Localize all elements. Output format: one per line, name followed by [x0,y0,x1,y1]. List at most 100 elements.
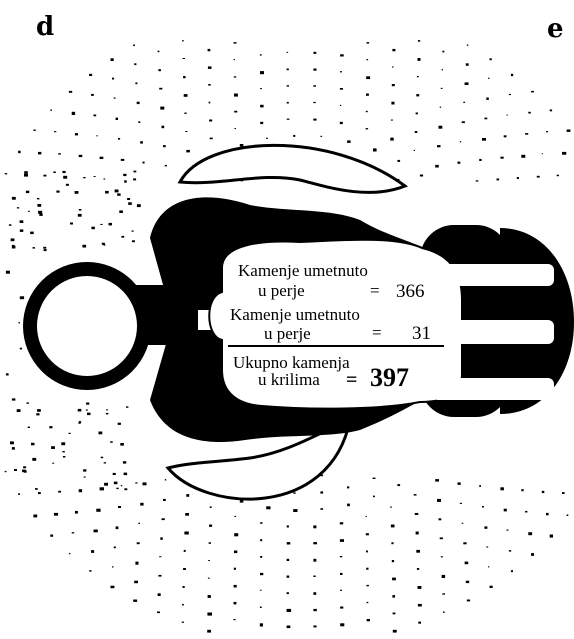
stone-dot [320,136,322,137]
stone-dot [44,249,47,251]
stone-dot [550,535,553,538]
stone-dot [17,207,19,208]
stone-dot [185,131,187,132]
stone-dot [340,556,342,557]
stone-dot [260,522,262,524]
stone-dot [159,88,162,90]
stone-dot [160,537,163,539]
stone-dot [121,159,125,161]
stone-dot [366,585,369,586]
stone-dot [482,138,486,141]
stone-dot [366,516,367,517]
stone-dot [416,532,419,535]
stone-dot [49,426,52,428]
stone-dot [313,609,316,611]
stone-dot [184,94,188,97]
stone-dot [114,482,118,485]
stone-dot [234,59,235,60]
stone-dot [158,593,161,596]
stone-dot [293,492,296,493]
stone-dot [397,160,400,162]
stone-dot [39,214,42,216]
stone-dot [124,473,128,476]
stone-dot [143,482,147,485]
stone-dot [109,223,113,226]
stone-dot [293,509,297,512]
stone-dot [104,179,106,180]
stone-dot [542,153,543,154]
stone-dot [517,177,519,179]
stone-dot [72,532,75,533]
stone-dot [234,128,236,129]
stone-dot [437,145,441,147]
stone-dot [465,82,469,85]
stone-dot [33,247,36,249]
stone-dot [53,172,56,174]
stone-dot [20,296,24,299]
stone-dot [416,550,420,553]
stone-dot [143,162,145,164]
stone-dot [418,58,421,61]
stone-dot [479,485,481,487]
stone-dot [488,566,489,567]
stone-dot [104,462,106,463]
stone-dot [165,479,166,480]
line2-value: 31 [412,323,431,344]
stone-dot [392,49,395,51]
stone-dot [79,155,83,157]
stone-dot [124,488,127,490]
stone-dot [373,148,377,151]
stone-dot [484,118,487,120]
stone-dot [91,550,94,553]
stone-dot [186,150,190,153]
stone-dot [83,177,85,178]
stone-dot [10,441,14,444]
stone-dot [234,94,238,97]
stone-dot [134,581,138,584]
stone-dot [393,613,396,615]
stone-dot [135,562,138,565]
stone-dot [340,573,343,575]
stone-dot [414,150,415,151]
stone-dot [24,174,28,177]
stone-dot [94,115,97,117]
stone-dot [20,220,24,223]
stone-dot [439,126,443,129]
stone-dot [79,209,82,211]
stone-dot [466,581,469,583]
stone-dot [119,210,123,213]
stone-dot [28,211,30,212]
stone-dot [20,348,22,350]
stone-dot [158,51,160,53]
stone-dot [458,482,461,485]
stone-dot [75,511,78,514]
stone-dot [441,556,443,557]
stone-dot [208,84,211,86]
stone-dot [392,84,395,86]
stone-dot [417,568,419,570]
stone-dot [100,487,104,490]
stone-dot [392,560,394,562]
stone-dot [340,71,342,72]
stone-dot [443,612,445,613]
line3-equals: = [346,369,357,391]
line1-label-a: Kamenje umetnuto [238,261,368,280]
stone-dot [94,530,98,533]
stone-dot [260,590,262,591]
stone-dot [260,105,264,108]
stone-dot [209,120,212,122]
stone-dot [137,542,140,544]
stone-dot [458,162,461,164]
stone-dot [391,525,395,528]
stone-dot [207,613,212,616]
stone-dot [61,442,65,445]
stone-dot [72,112,75,115]
stone-dot [440,537,443,539]
stone-dot [463,102,465,103]
stone-dot [69,553,71,554]
stone-dot [367,619,370,621]
stone-dot [37,409,41,412]
stone-dot [234,551,237,554]
stone-dot [210,138,213,140]
